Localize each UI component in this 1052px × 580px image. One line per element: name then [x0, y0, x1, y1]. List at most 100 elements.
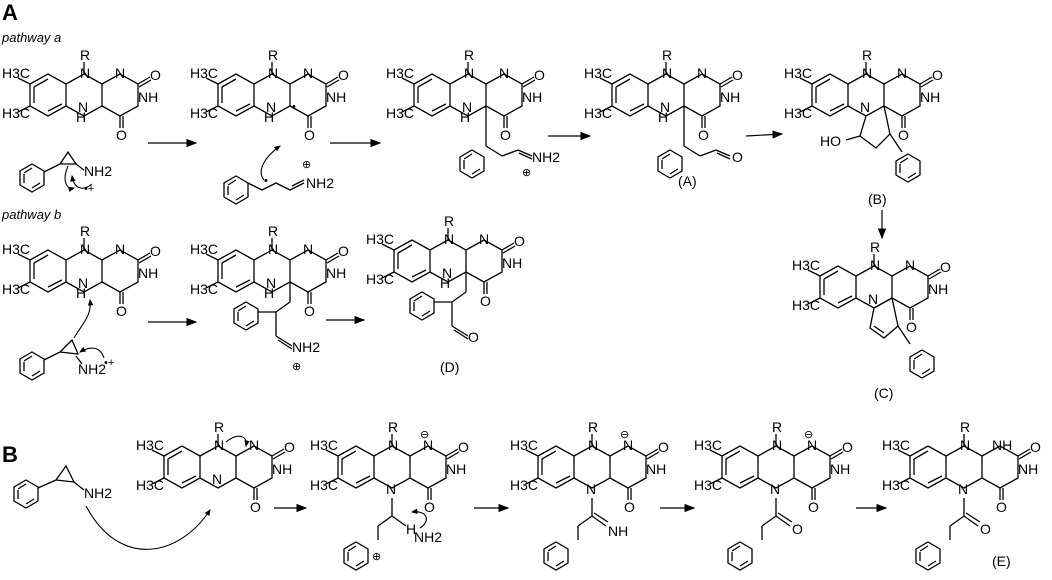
svg-text:H3C: H3C [784, 65, 812, 81]
svg-text:N: N [78, 99, 88, 115]
svg-text:NH: NH [326, 89, 346, 105]
svg-text:NH2: NH2 [306, 175, 334, 191]
svg-text:H3C: H3C [2, 241, 30, 257]
svg-text:R: R [268, 47, 278, 63]
svg-text:O: O [624, 499, 635, 515]
svg-text:•+: •+ [104, 357, 114, 369]
compound-label-D: (D) [440, 359, 459, 375]
svg-text:NH: NH [646, 461, 666, 477]
svg-text:NH: NH [502, 255, 522, 271]
svg-text:NH2: NH2 [414, 529, 442, 545]
svg-text:H: H [264, 109, 274, 125]
svg-text:H: H [658, 109, 668, 125]
flavin-structure-a2: R N N O NH O H N H3C H3C • [190, 47, 349, 143]
svg-text:H3C: H3C [386, 65, 414, 81]
svg-text:O: O [534, 67, 545, 83]
svg-text:N: N [115, 241, 125, 257]
flavin-structure-b1: R N N O NH O H N H3C H3C [2, 223, 161, 319]
svg-text:N: N [464, 65, 474, 81]
svg-text:H3C: H3C [584, 65, 612, 81]
svg-text:N: N [905, 257, 915, 273]
svg-text:O: O [940, 259, 951, 275]
svg-text:•: • [292, 101, 296, 113]
svg-text:H: H [440, 275, 450, 291]
svg-text:N: N [78, 275, 88, 291]
svg-text:H3C: H3C [190, 65, 218, 81]
svg-text:H: H [264, 285, 274, 301]
compound-label-B: (B) [868, 191, 887, 207]
svg-text:O: O [932, 67, 943, 83]
svg-text:H3C: H3C [694, 437, 722, 453]
svg-text:N: N [115, 65, 125, 81]
svg-text:NH: NH [1018, 461, 1038, 477]
svg-text:O: O [1030, 439, 1041, 455]
svg-text:N: N [303, 241, 313, 257]
svg-text:N: N [80, 241, 90, 257]
svg-text:H3C: H3C [584, 105, 612, 121]
svg-text:NH2: NH2 [292, 339, 320, 355]
compound-label-A: (A) [678, 173, 697, 189]
svg-text:N: N [423, 437, 433, 453]
svg-text:N: N [268, 241, 278, 257]
svg-text:H: H [460, 109, 470, 125]
svg-text:NH: NH [522, 89, 542, 105]
svg-text:N: N [266, 275, 276, 291]
svg-text:N: N [266, 99, 276, 115]
svg-text:O: O [514, 233, 525, 249]
svg-text:H: H [76, 285, 86, 301]
svg-text:⊕: ⊕ [292, 361, 301, 373]
svg-text:H3C: H3C [190, 281, 218, 297]
svg-text:NH: NH [720, 89, 740, 105]
svg-text:N: N [386, 481, 396, 497]
svg-text:N: N [442, 265, 452, 281]
svg-text:R: R [870, 239, 880, 255]
flavin-structure-A: R N N O NH O H N H3C H3C O [584, 47, 743, 179]
svg-text:N: N [660, 99, 670, 115]
svg-text:O: O [480, 293, 491, 309]
svg-text:NH: NH [992, 437, 1012, 453]
flavin-structure-a1: R N N O NH O H N H3C H3C [2, 47, 161, 143]
svg-text:R: R [214, 419, 224, 435]
svg-text:R: R [862, 47, 872, 63]
flavin-panel-b1: R N N O NH O N H3C H3C [136, 419, 295, 515]
svg-text:H3C: H3C [136, 437, 164, 453]
flavin-structure-b2: R N N O NH O H N H3C H3C NH2 ⊕ [190, 223, 349, 373]
svg-text:N: N [772, 437, 782, 453]
svg-text:•+: •+ [84, 183, 94, 195]
svg-text:H3C: H3C [882, 477, 910, 493]
svg-text:⊖: ⊖ [620, 429, 629, 441]
svg-text:R: R [960, 419, 970, 435]
svg-text:R: R [80, 47, 90, 63]
svg-text:H3C: H3C [694, 477, 722, 493]
nucleophilic-attack-arrow [85, 505, 211, 550]
svg-text:N: N [807, 437, 817, 453]
svg-text:N: N [462, 99, 472, 115]
flavin-panel-b4: R N N ⊖ O NH O N H3C H3C O [694, 419, 853, 571]
flavin-structure-D: R N N O NH O H N H3C H3C O [366, 213, 525, 345]
flavin-structure-B: R N N O NH O N H3C H3C HO [784, 47, 943, 183]
svg-text:R: R [464, 47, 474, 63]
svg-text:H: H [406, 521, 416, 537]
svg-text:O: O [116, 127, 127, 143]
svg-text:⊖: ⊖ [420, 429, 429, 441]
svg-text:H3C: H3C [190, 105, 218, 121]
flavin-structure-a3: R N N O NH O H N H3C H3C NH2 ⊕ [386, 47, 560, 179]
pathway-a-label: pathway a [1, 30, 61, 45]
svg-text:R: R [662, 47, 672, 63]
svg-text:R: R [444, 213, 454, 229]
svg-text:N: N [388, 437, 398, 453]
svg-text:H3C: H3C [2, 281, 30, 297]
svg-text:R: R [80, 223, 90, 239]
svg-text:N: N [303, 65, 313, 81]
flavin-structure-E: R N NH O NH O N H3C H3C O [882, 419, 1041, 571]
svg-text:N: N [662, 65, 672, 81]
svg-text:O: O [898, 127, 909, 143]
svg-text:H3C: H3C [792, 257, 820, 273]
svg-text:NH: NH [928, 281, 948, 297]
svg-text:N: N [623, 437, 633, 453]
svg-text:N: N [212, 471, 222, 487]
compound-label-C: (C) [874, 385, 893, 401]
pathway-b-label: pathway b [1, 207, 61, 222]
svg-text:O: O [304, 303, 315, 319]
